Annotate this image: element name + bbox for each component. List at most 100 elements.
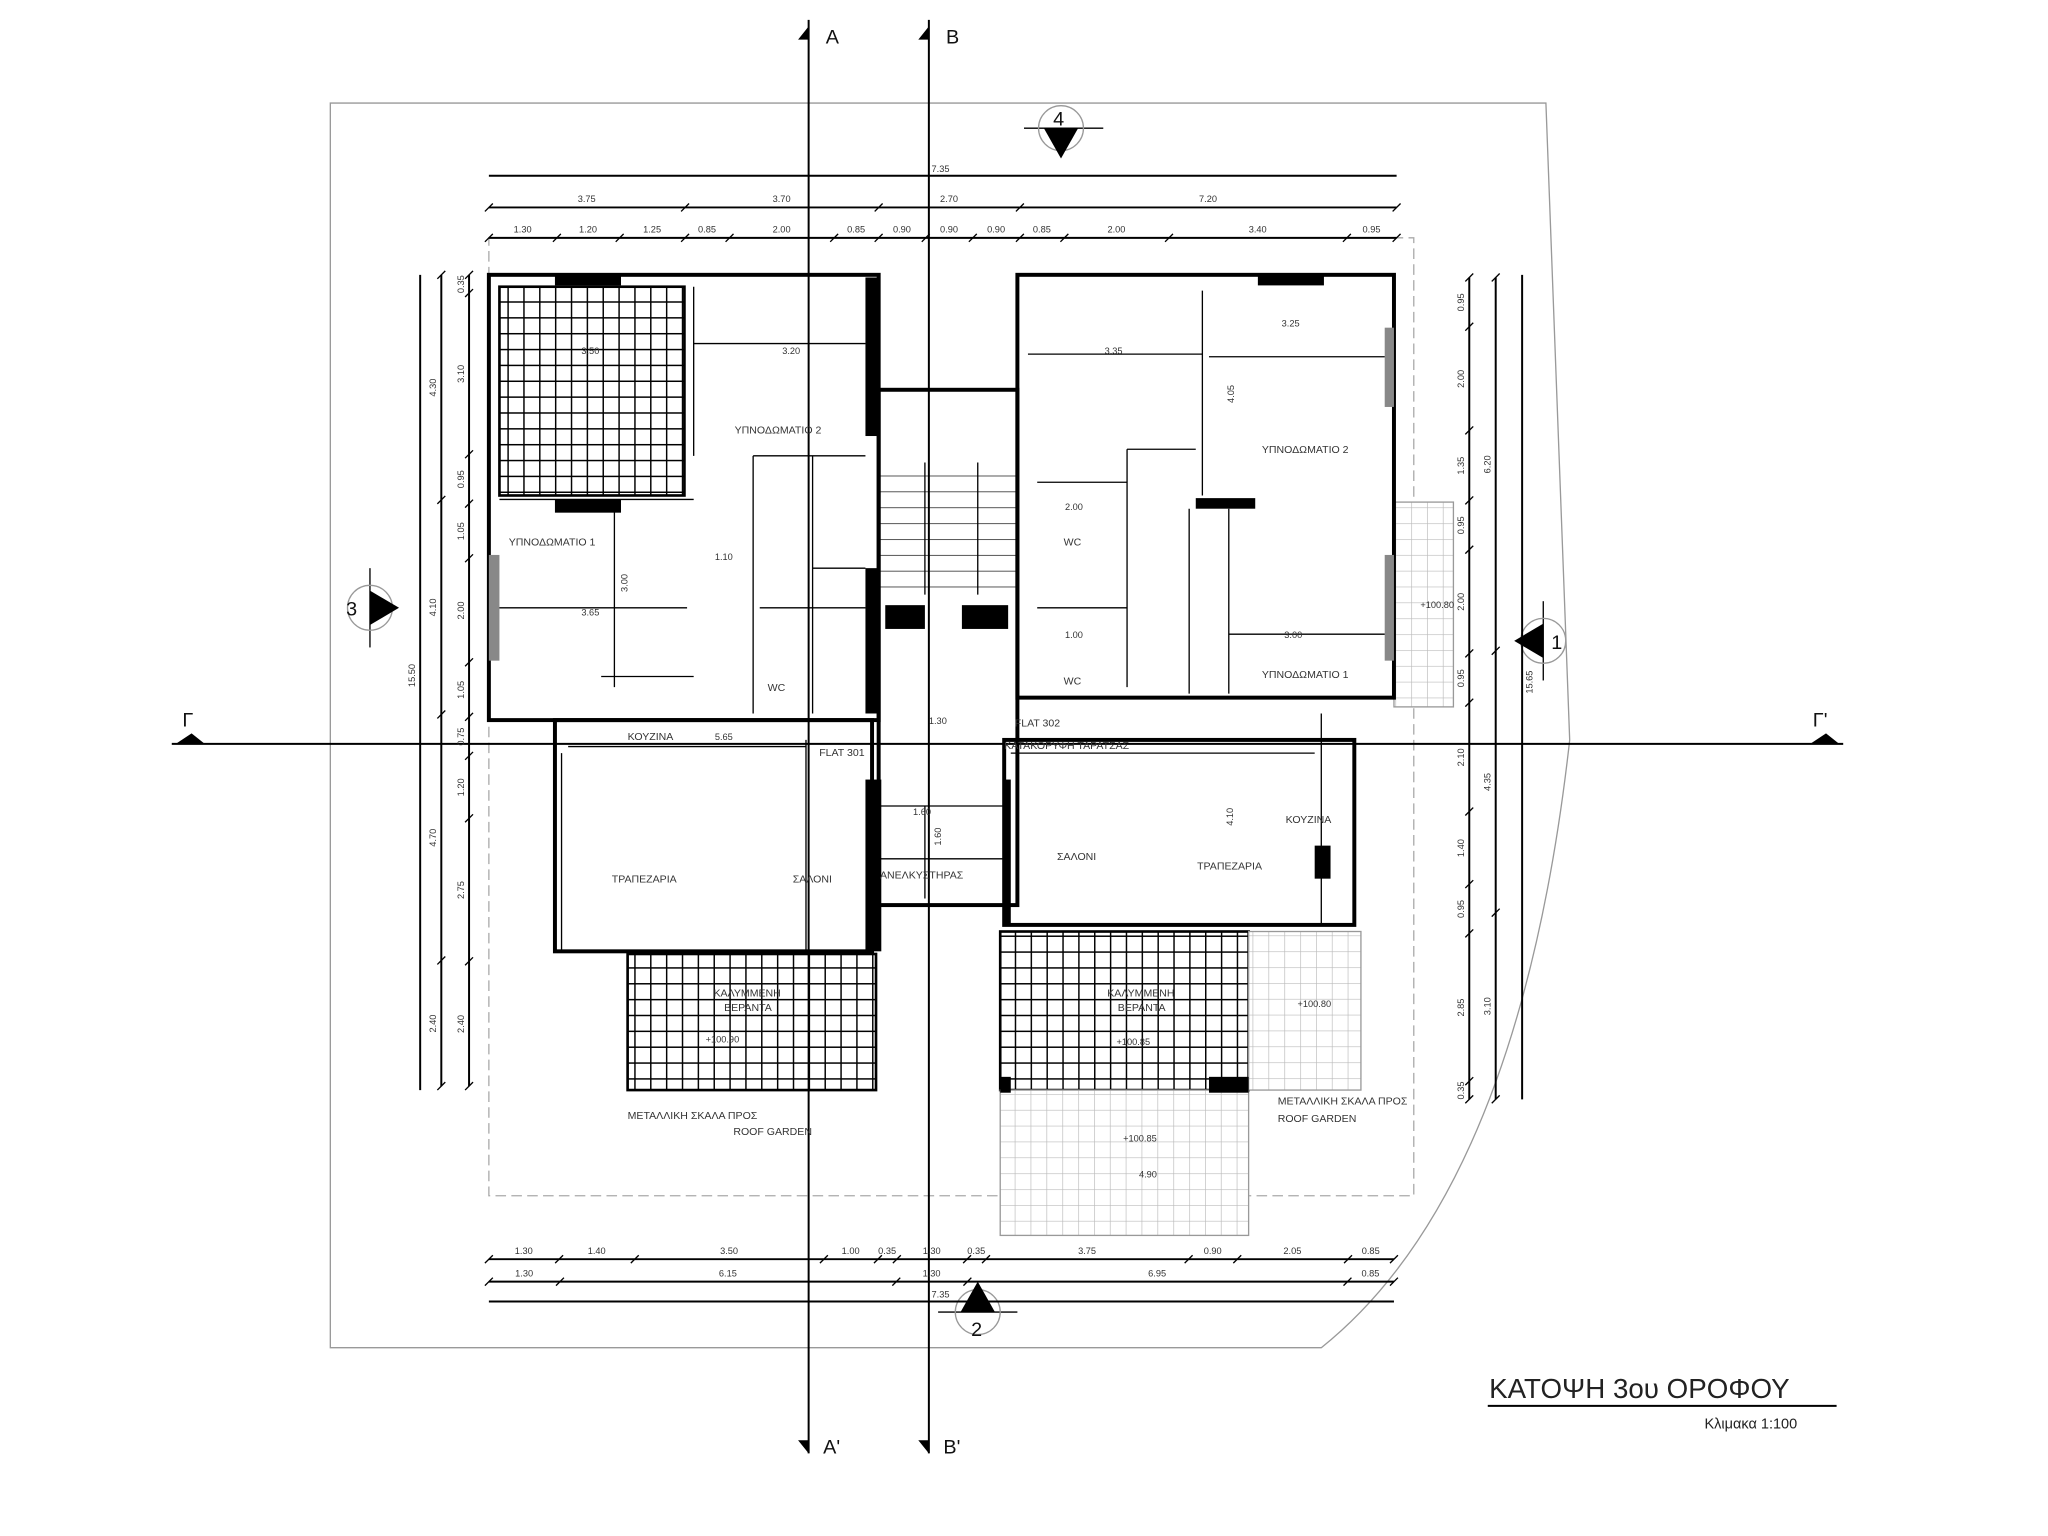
dimension-value: 0.85 <box>847 225 865 235</box>
dimension-tick <box>464 270 474 280</box>
dimension-tick <box>630 1254 640 1264</box>
dimension-value: 1.30 <box>514 225 532 235</box>
dimension-tick <box>464 712 474 722</box>
dimension-value: 0.35 <box>456 275 466 293</box>
dim-terrace: 3.50 <box>581 346 599 356</box>
dimension-value: 1.05 <box>456 522 466 540</box>
dimension-total: 15.65 <box>1525 671 1535 694</box>
dimension-tick <box>1464 1094 1474 1104</box>
dimension-value: 0.90 <box>987 225 1005 235</box>
dimension-value: 0.95 <box>1456 293 1466 311</box>
dimension-total: 7.35 <box>932 1290 950 1300</box>
dimension-tick <box>436 956 446 965</box>
dimension-value: 1.30 <box>923 1246 941 1256</box>
dimension-tick <box>1164 233 1174 243</box>
dimension-tick <box>1464 426 1474 435</box>
dimension-total: 7.35 <box>932 164 950 174</box>
dimension-value: 0.85 <box>1362 1246 1380 1256</box>
dimension-tick <box>484 203 494 212</box>
dimension-value: 0.85 <box>1361 1268 1379 1278</box>
drawing-scale: Κλιμακα 1:100 <box>1704 1416 1797 1432</box>
dimension-tick <box>892 1254 902 1264</box>
dim-bedroom-2: 3.25 <box>1282 318 1300 328</box>
room-elevator: ΑΝΕΛΚΥΣΤΗΡΑΣ <box>880 870 964 882</box>
room-living: ΣΑΛΟΝΙ <box>1057 851 1096 863</box>
veranda-label-2: ΒΕΡΑΝΤΑ <box>724 1002 773 1014</box>
dimension-value: 0.75 <box>456 728 466 746</box>
dim-wc-2: 1.00 <box>1065 630 1083 640</box>
dimension-value: 3.10 <box>456 365 466 383</box>
dimension-value: 1.30 <box>515 1246 533 1256</box>
dimension-tick <box>891 1277 901 1287</box>
dimension-value: 0.95 <box>1456 669 1466 687</box>
dimension-value: 2.00 <box>456 602 466 620</box>
elevation-marker-1: 1 <box>1514 601 1567 681</box>
dimension-value: 1.25 <box>643 225 661 235</box>
dimension-tick <box>1491 646 1501 656</box>
veranda-level: +100.85 <box>1116 1037 1150 1047</box>
dimension-tick <box>1232 1254 1242 1264</box>
dim-bedroom-1: 3.00 <box>1284 630 1302 640</box>
room-dining: ΤΡΑΠΕΖΑΡΙΑ <box>1197 860 1263 872</box>
dimension-value: 1.30 <box>923 1268 941 1278</box>
dimension-tick <box>1389 1254 1399 1264</box>
roof-garden-label: ROOF GARDEN <box>1278 1113 1357 1125</box>
dim-wc-1: 2.00 <box>1065 502 1083 512</box>
veranda-right-tiles <box>998 930 1250 1092</box>
garden-tiles <box>999 1089 1250 1237</box>
dimension-value: 2.70 <box>940 194 958 204</box>
dimension-value: 1.20 <box>456 778 466 796</box>
side-terrace-level: +100.80 <box>1298 999 1332 1009</box>
dimension-value: 1.00 <box>842 1246 860 1256</box>
dim-room: 3.35 <box>1105 346 1123 356</box>
dim-core-2: 1.60 <box>913 807 931 817</box>
dimension-tick <box>615 233 625 243</box>
dimension-value: 0.90 <box>893 225 911 235</box>
dimension-tick <box>464 956 474 966</box>
dimension-value: 4.35 <box>1482 773 1492 791</box>
dimension-tick <box>1464 698 1474 708</box>
dimension-tick <box>1491 273 1501 282</box>
dim-core-1: 1.30 <box>929 716 947 726</box>
dimension-tick <box>464 499 474 509</box>
veranda-label-1: ΚΑΛΥΜΜΕΝΗ <box>713 987 780 999</box>
metal-stair-label: ΜΕΤΑΛΛΙΚΗ ΣΚΑΛΑ ΠΡΟΣ <box>628 1110 758 1122</box>
veranda-label-2: ΒΕΡΑΝΤΑ <box>1118 1002 1167 1014</box>
dimension-tick <box>873 1254 883 1264</box>
dimension-tick <box>1015 233 1025 243</box>
dimension-tick <box>464 751 474 761</box>
dimension-tick <box>680 203 690 212</box>
dimension-tick <box>484 1277 494 1287</box>
dimension-value: 0.95 <box>1363 225 1381 235</box>
dimension-value: 1.30 <box>515 1268 533 1278</box>
dimension-tick <box>555 1277 565 1287</box>
dimension-tick <box>921 233 931 243</box>
dimension-value: 0.90 <box>1204 1246 1222 1256</box>
dimension-value: 0.85 <box>698 225 716 235</box>
veranda-level: +100.90 <box>706 1034 740 1044</box>
dimension-value: 1.35 <box>1456 457 1466 475</box>
balcony-tiles <box>1393 501 1455 708</box>
room-dining: ΤΡΑΠΕΖΑΡΙΑ <box>612 874 678 886</box>
section-label-a-prime: A' <box>823 1436 840 1458</box>
dimension-value: 3.40 <box>1249 225 1267 235</box>
dimension-value: 0.95 <box>1456 900 1466 918</box>
dim-bedroom-1-height: 3.00 <box>620 574 630 592</box>
dimension-tick <box>436 495 446 505</box>
dimension-tick <box>436 710 446 719</box>
dimension-tick <box>680 233 690 243</box>
dim-living-height: 4.10 <box>1225 808 1235 826</box>
dimension-tick <box>1392 233 1402 243</box>
dimension-value: 1.20 <box>579 225 597 235</box>
dimension-tick <box>981 1254 991 1264</box>
walls <box>486 272 1396 1093</box>
dimension-tick <box>484 233 494 243</box>
flat-301-label: FLAT 301 <box>819 747 865 759</box>
dimension-value: 6.95 <box>1148 1268 1166 1278</box>
dimension-value: 0.85 <box>1033 225 1051 235</box>
dimension-tick <box>1392 203 1402 212</box>
roof-garden-label: ROOF GARDEN <box>733 1126 812 1138</box>
dimension-value: 4.10 <box>428 598 438 616</box>
dim-kitchen: 5.65 <box>715 732 733 742</box>
dimension-value: 3.50 <box>720 1246 738 1256</box>
